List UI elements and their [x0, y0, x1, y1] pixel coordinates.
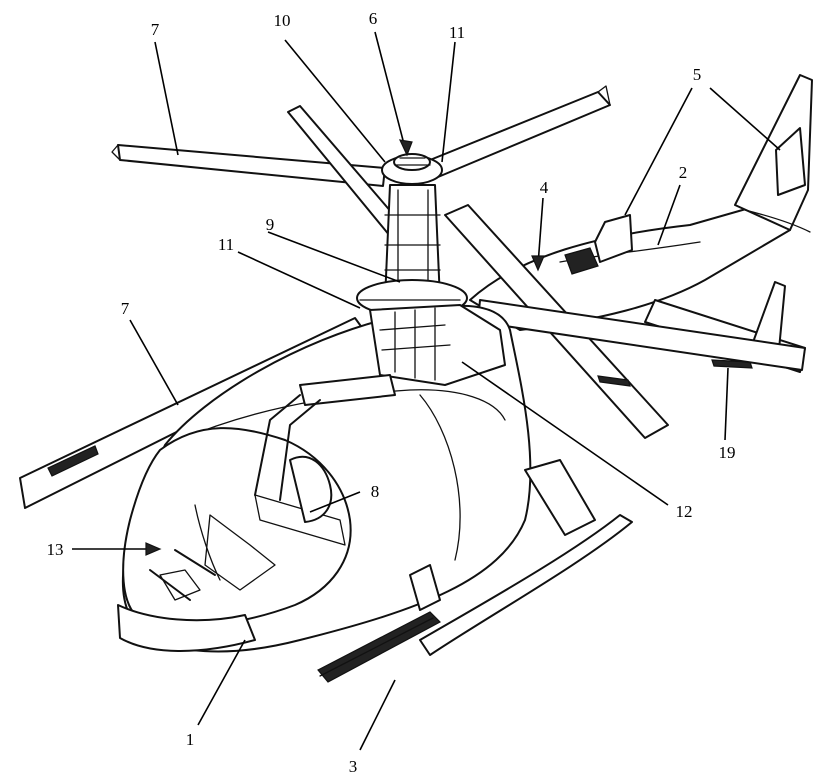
callout-13: 13	[47, 540, 64, 559]
rotor-hub	[381, 153, 443, 185]
control-linkages	[149, 374, 396, 601]
callout-6: 6	[369, 9, 378, 28]
callout-19: 19	[719, 443, 736, 462]
callout-10: 10	[274, 11, 291, 30]
callout-11-top: 11	[449, 23, 465, 42]
boarding-step	[317, 611, 441, 683]
callout-5: 5	[693, 65, 702, 84]
callout-11-mid: 11	[218, 235, 234, 254]
callout-2: 2	[679, 163, 688, 182]
seat-back	[289, 455, 333, 523]
callout-4: 4	[540, 178, 549, 197]
landing-skid-strut	[409, 459, 596, 611]
callout-1: 1	[186, 730, 195, 749]
rotor-blade-lower-right	[477, 299, 806, 387]
callout-3: 3	[349, 757, 358, 776]
callout-labels: 1 2 3 4 5 6 7 7 8 9 10 11 11 12 13 19	[47, 9, 736, 776]
callout-12: 12	[676, 502, 693, 521]
nose-bumper	[117, 604, 256, 652]
small-fins	[564, 214, 633, 275]
callout-9: 9	[266, 215, 275, 234]
callout-7-left: 7	[121, 299, 130, 318]
callout-8: 8	[371, 482, 380, 501]
landing-skid-tube	[419, 514, 633, 656]
rotor-blade-upper-right	[429, 85, 611, 178]
callout-7-top: 7	[151, 20, 160, 39]
leader-lines	[72, 31, 781, 751]
rotor-blade-upper-left	[111, 144, 386, 187]
transmission-housing	[369, 304, 506, 386]
vertical-fin	[734, 74, 813, 233]
